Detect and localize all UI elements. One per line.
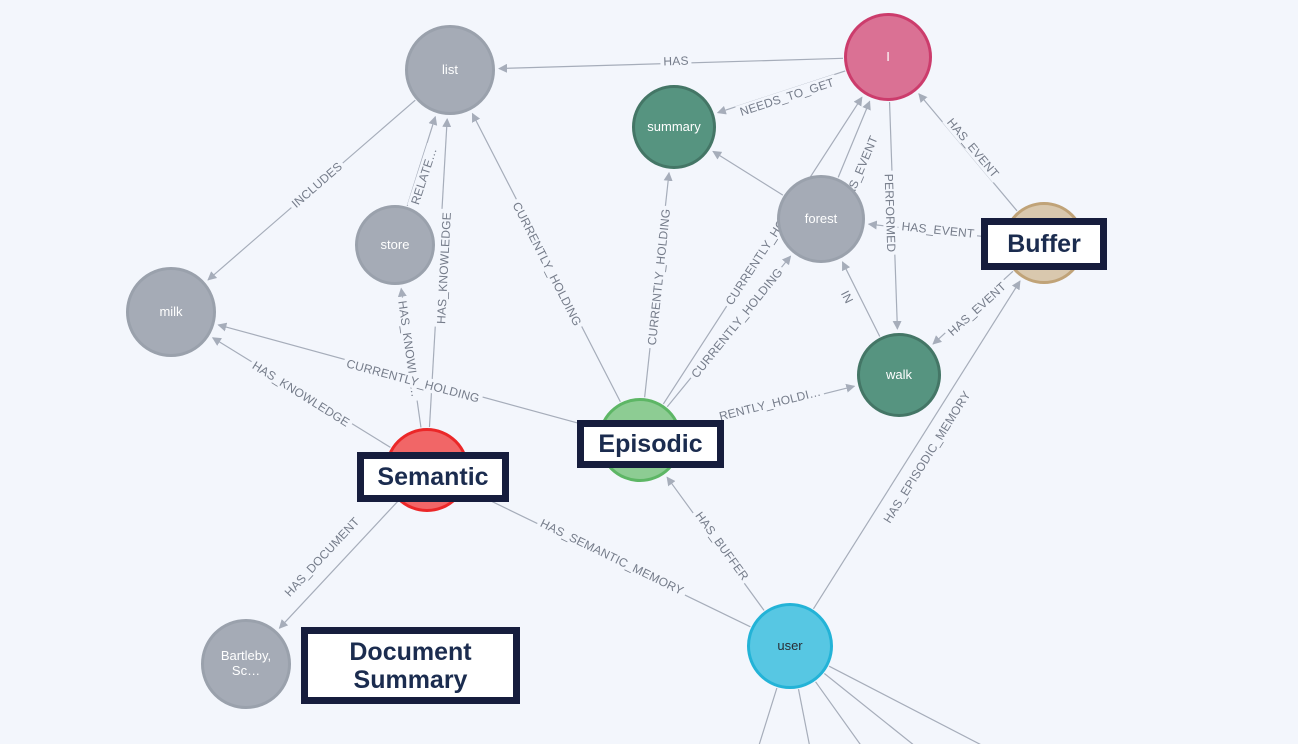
node-i[interactable]: I [844,13,932,101]
annotation-document-summary: Document Summary [301,627,520,704]
edge-offscreen-0[interactable] [755,687,778,744]
node-store[interactable]: store [355,205,435,285]
edge-offscreen-2[interactable] [815,681,870,744]
node-user[interactable]: user [747,603,833,689]
annotation-semantic: Semantic [357,452,509,502]
edge-semantic-bartleby[interactable] [278,501,399,629]
edge-offscreen-3[interactable] [823,673,930,744]
edge-offscreen-4[interactable] [828,665,995,744]
node-list[interactable]: list [405,25,495,115]
annotation-buffer: Buffer [981,218,1107,270]
node-forest[interactable]: forest [777,175,865,263]
node-summary[interactable]: summary [632,85,716,169]
edge-user-buffer[interactable] [812,280,1021,610]
relationship-label-i-list[interactable]: HAS [660,53,692,69]
edge-forest-i[interactable] [837,100,871,178]
edge-forest-summary[interactable] [712,150,784,196]
edge-walk-forest[interactable] [841,261,881,337]
node-milk[interactable]: milk [126,267,216,357]
relationship-label-i-walk[interactable]: PERFORMED [881,170,899,256]
annotation-episodic: Episodic [577,420,724,468]
node-bartleby[interactable]: Bartleby, Sc… [201,619,291,709]
edge-offscreen-1[interactable] [797,689,812,744]
node-walk[interactable]: walk [857,333,941,417]
